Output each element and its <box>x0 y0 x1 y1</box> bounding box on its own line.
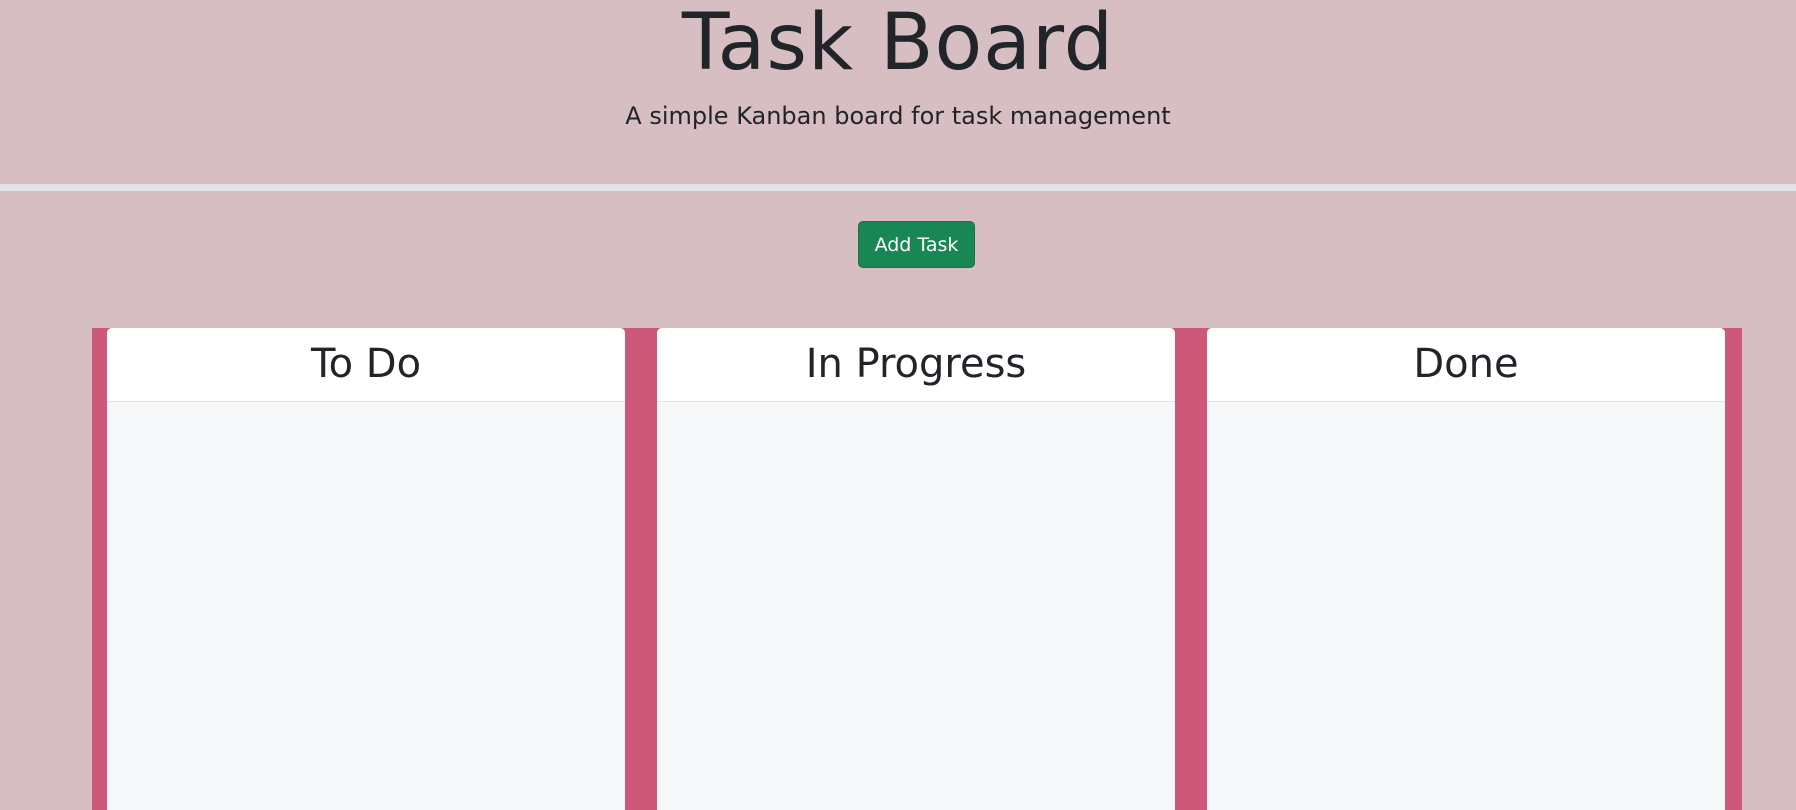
header-divider <box>0 184 1796 191</box>
column-title-in-progress: In Progress <box>657 328 1175 402</box>
task-list-done[interactable] <box>1207 402 1725 810</box>
column-done[interactable]: Done <box>1207 328 1725 810</box>
column-title-todo: To Do <box>107 328 625 402</box>
task-list-todo[interactable] <box>107 402 625 810</box>
column-in-progress[interactable]: In Progress <box>657 328 1175 810</box>
task-list-in-progress[interactable] <box>657 402 1175 810</box>
column-title-done: Done <box>1207 328 1725 402</box>
page-header: Task Board A simple Kanban board for tas… <box>0 0 1796 185</box>
column-todo[interactable]: To Do <box>107 328 625 810</box>
page-subtitle: A simple Kanban board for task managemen… <box>625 102 1171 130</box>
add-task-button[interactable]: Add Task <box>858 221 975 268</box>
page-title: Task Board <box>681 0 1115 88</box>
